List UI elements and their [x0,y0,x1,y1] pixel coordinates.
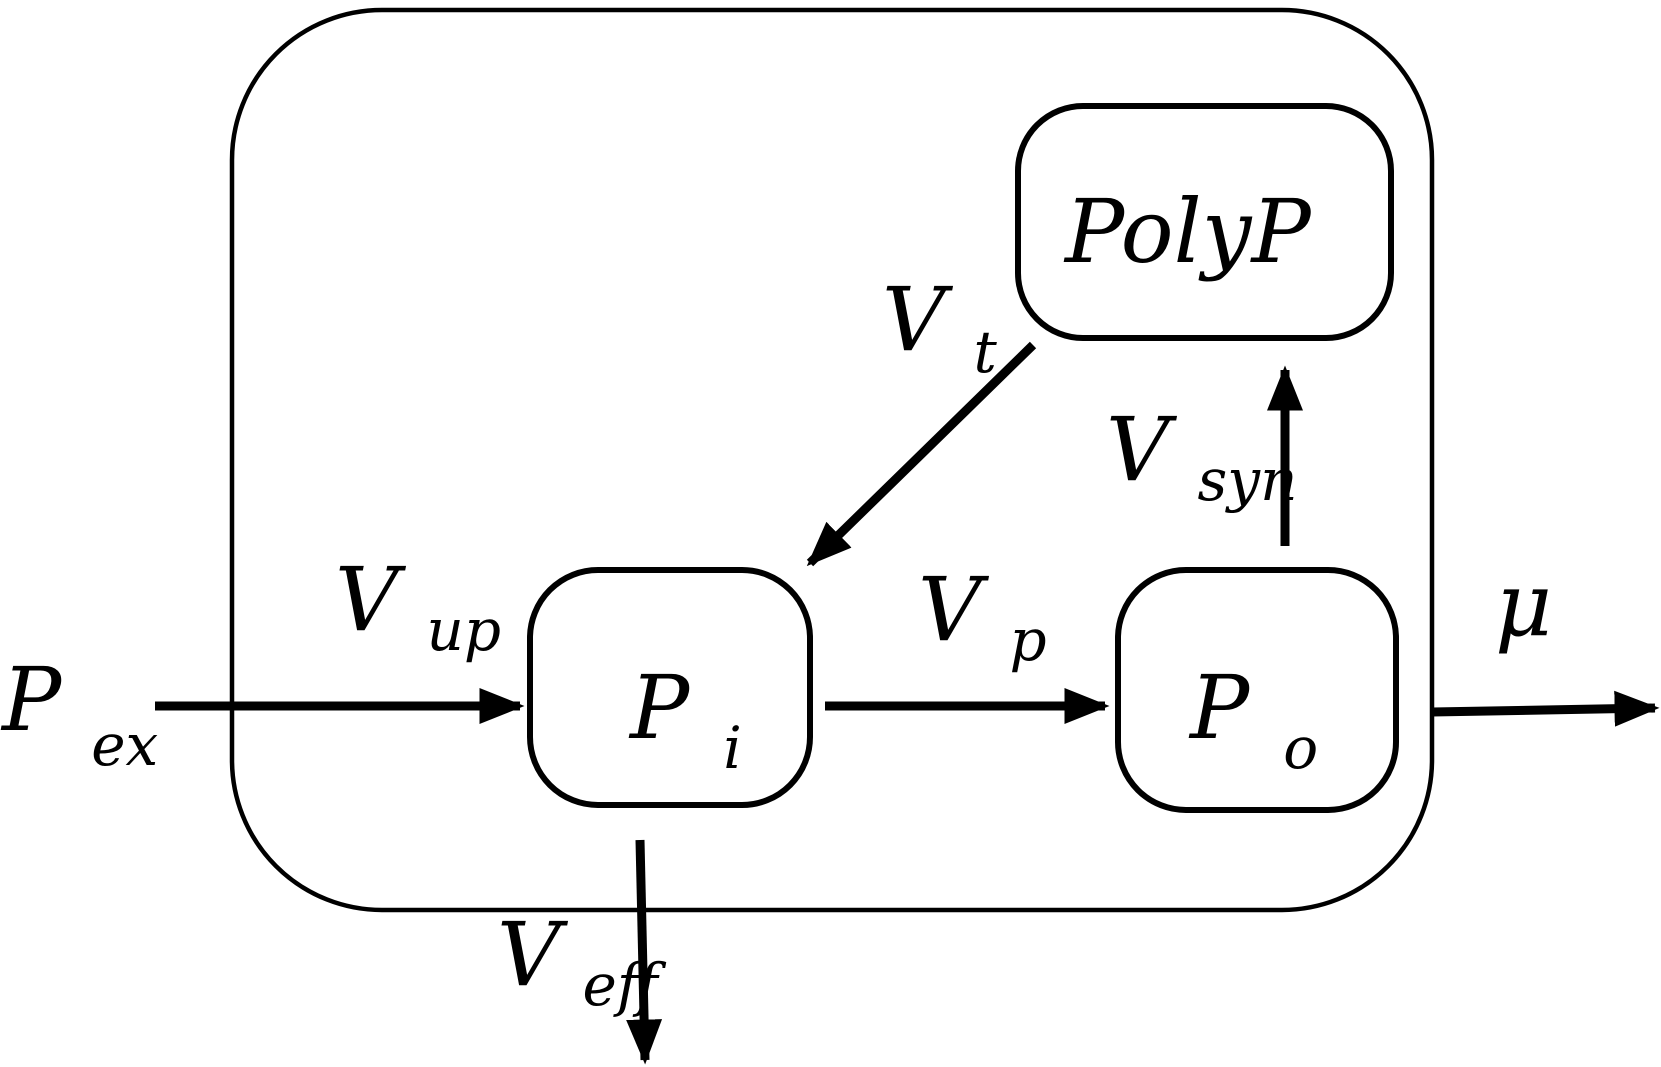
mu-base: μ [1495,553,1552,656]
p-ex-base: P [0,648,63,751]
v-t-base: V [882,268,954,371]
v-eff-sub: eff [583,951,667,1019]
po-label-sub: o [1283,714,1318,782]
v-t-label: V t [882,268,998,386]
v-up-label: V up [335,548,501,664]
p-ex-sub: ex [91,711,158,779]
pi-label-sub: i [723,714,742,782]
mu-label: μ [1495,553,1552,656]
v-t-arrow [806,341,1037,567]
p-ex-label: P ex [0,648,158,779]
polyp-label-base: PolyP [1063,180,1312,283]
v-up-base: V [335,548,407,651]
pi-node [527,567,813,808]
v-up-sub: up [427,596,501,664]
polyp-node [1015,103,1394,341]
po-node [1115,567,1399,813]
v-syn-label: V syn [1106,398,1297,514]
pi-label: P i [628,656,742,782]
v-syn-base: V [1106,398,1178,501]
po-label-base: P [1188,656,1251,759]
v-p-sub: p [1010,606,1047,674]
v-p-label: V p [918,558,1047,674]
po-label: P o [1188,656,1318,782]
v-eff-base: V [497,903,569,1006]
pi-label-base: P [628,656,691,759]
polyp-label: PolyP [1063,180,1312,283]
v-t-sub: t [974,318,998,386]
v-syn-sub: syn [1198,446,1298,514]
mu-arrow [1431,690,1660,727]
v-eff-arrow [626,839,663,1065]
v-p-base: V [918,558,990,661]
cell-boundary [229,7,1435,913]
v-eff-label: V eff [497,903,667,1019]
